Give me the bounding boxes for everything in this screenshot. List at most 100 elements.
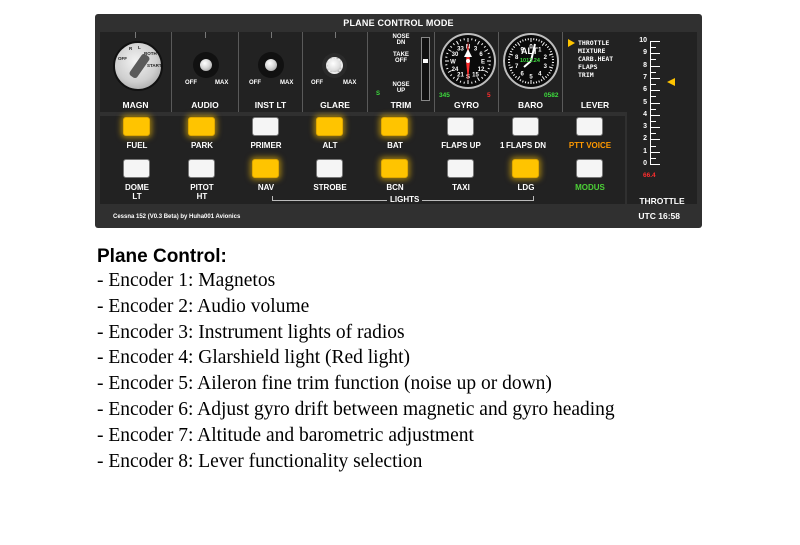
svg-text:12: 12: [478, 67, 485, 73]
gyro-right-value: 5: [487, 92, 491, 99]
description-item: - Encoder 6: Adjust gyro drift between m…: [97, 398, 615, 420]
button-1-3[interactable]: [316, 159, 343, 178]
gyro-compass-gauge: N36E1215S2124W3033: [440, 33, 496, 89]
svg-text:W: W: [450, 60, 456, 66]
trim-take-off: TAKE OFF: [393, 52, 409, 64]
throttle-tick: [650, 102, 660, 104]
throttle-tick-label: 10: [639, 37, 647, 44]
throttle-tick: [650, 77, 660, 79]
inst-lt-knob-icon[interactable]: [263, 57, 279, 73]
audio-label: AUDIO: [191, 100, 219, 110]
throttle-minor-tick: [650, 84, 656, 86]
svg-text:0: 0: [529, 45, 533, 51]
encoder-glare[interactable]: OFF MAX GLARE: [303, 32, 368, 112]
encoder-lever[interactable]: THROTTLE MIXTURE CARB.HEAT FLAPS TRIM LE…: [563, 32, 627, 112]
button-1-1[interactable]: [188, 159, 215, 178]
button-1-6[interactable]: [512, 159, 539, 178]
button-label-line1: TAXI: [452, 183, 470, 192]
throttle-minor-tick: [650, 108, 656, 110]
button-label: PARK: [190, 141, 214, 150]
lever-option-flaps[interactable]: FLAPS: [578, 63, 598, 71]
throttle-tick: [650, 90, 660, 92]
description-list: - Encoder 1: Magnetos- Encoder 2: Audio …: [97, 268, 615, 474]
description-title: Plane Control:: [97, 246, 227, 267]
glare-off: OFF: [311, 80, 323, 86]
glare-max: MAX: [343, 80, 357, 86]
description-item: - Encoder 8: Lever functionality selecti…: [97, 450, 423, 472]
button-0-0[interactable]: [123, 117, 150, 136]
button-0-6[interactable]: [512, 117, 539, 136]
button-label: STROBE: [300, 183, 360, 192]
glare-knob-icon[interactable]: [326, 57, 343, 74]
lever-option-trim[interactable]: TRIM: [578, 71, 594, 79]
button-label: ALT: [322, 141, 338, 150]
encoder-audio[interactable]: OFF MAX AUDIO: [172, 32, 239, 112]
throttle-tick-label: 1: [643, 147, 647, 155]
svg-text:15: 15: [472, 72, 479, 78]
description-item: - Encoder 4: Glarshield light (Red light…: [97, 347, 411, 369]
lever-option-throttle[interactable]: THROTTLE: [578, 39, 610, 47]
button-label-line1: NAV: [257, 183, 275, 192]
button-1-4[interactable]: [381, 159, 408, 178]
throttle-minor-tick: [650, 157, 656, 159]
svg-text:8: 8: [515, 55, 519, 61]
throttle-tick-label: 3: [643, 123, 647, 131]
encoder-gyro[interactable]: N36E1215S2124W3033 345 5 GYRO: [435, 32, 499, 112]
throttle-tick-label: 7: [643, 73, 647, 81]
flaps-indicator: 1: [500, 141, 505, 150]
button-0-4[interactable]: [381, 117, 408, 136]
encoder-inst-lt[interactable]: OFF MAX INST LT: [239, 32, 303, 112]
throttle-minor-tick: [650, 71, 656, 73]
button-label-line1: DOME: [125, 183, 149, 192]
throttle-tick-label: 2: [643, 135, 647, 143]
svg-text:30: 30: [452, 52, 459, 58]
encoder-row: OFF R L BOTH START MAGN OFF MAX AUDIO OF…: [100, 32, 697, 112]
magn-label: MAGN: [122, 100, 149, 110]
baro-right-value: 0582: [544, 92, 559, 99]
utc-clock: UTC 16:58: [638, 211, 680, 221]
throttle-tick: [650, 164, 660, 165]
button-0-7[interactable]: [576, 117, 603, 136]
magn-mark-both: BOTH: [144, 51, 157, 56]
button-label: LDG: [496, 183, 556, 192]
svg-text:6: 6: [521, 72, 525, 78]
magneto-dial[interactable]: OFF R L BOTH START: [113, 41, 163, 91]
encoder-magn[interactable]: OFF R L BOTH START MAGN: [100, 32, 172, 112]
description-item: - Encoder 7: Altitude and barometric adj…: [97, 424, 474, 446]
button-1-2[interactable]: [252, 159, 279, 178]
throttle-minor-tick: [650, 120, 656, 122]
audio-knob-icon[interactable]: [198, 57, 214, 73]
button-1-5[interactable]: [447, 159, 474, 178]
description: Plane Control: - Encoder 1: Magnetos- En…: [97, 246, 615, 474]
button-0-2[interactable]: [252, 117, 279, 136]
magn-mark-start: START: [147, 63, 162, 68]
trim-handle[interactable]: [423, 59, 428, 63]
lever-option-carb-heat[interactable]: CARB.HEAT: [578, 55, 614, 63]
throttle-tick: [650, 53, 660, 55]
trim-slider[interactable]: [421, 37, 430, 101]
baro-code: ALT: [521, 46, 538, 56]
button-1-0[interactable]: [123, 159, 150, 178]
svg-text:4: 4: [538, 72, 542, 78]
button-1-7[interactable]: [576, 159, 603, 178]
button-0-5[interactable]: [447, 117, 474, 136]
panel-title: PLANE CONTROL MODE: [343, 18, 454, 28]
inst-lt-off: OFF: [249, 80, 261, 86]
button-0-3[interactable]: [316, 117, 343, 136]
footer-credits: Cessna 152 (V0.3 Beta) by Huha001 Avioni…: [113, 214, 241, 220]
description-item: - Encoder 1: Magnetos: [97, 270, 276, 291]
throttle-tick-label: 9: [643, 49, 647, 57]
encoder-trim[interactable]: NOSE DN TAKE OFF NOSE UP S TRIM: [368, 32, 435, 112]
throttle-pointer-icon[interactable]: [667, 78, 675, 87]
throttle-tick: [650, 65, 660, 67]
button-0-1[interactable]: [188, 117, 215, 136]
throttle-tick-label: 4: [643, 110, 647, 118]
throttle-minor-tick: [650, 133, 656, 135]
lever-option-mixture[interactable]: MIXTURE: [578, 47, 606, 55]
throttle-readout: 66.4: [643, 172, 656, 179]
inst-lt-label: INST LT: [254, 100, 287, 110]
